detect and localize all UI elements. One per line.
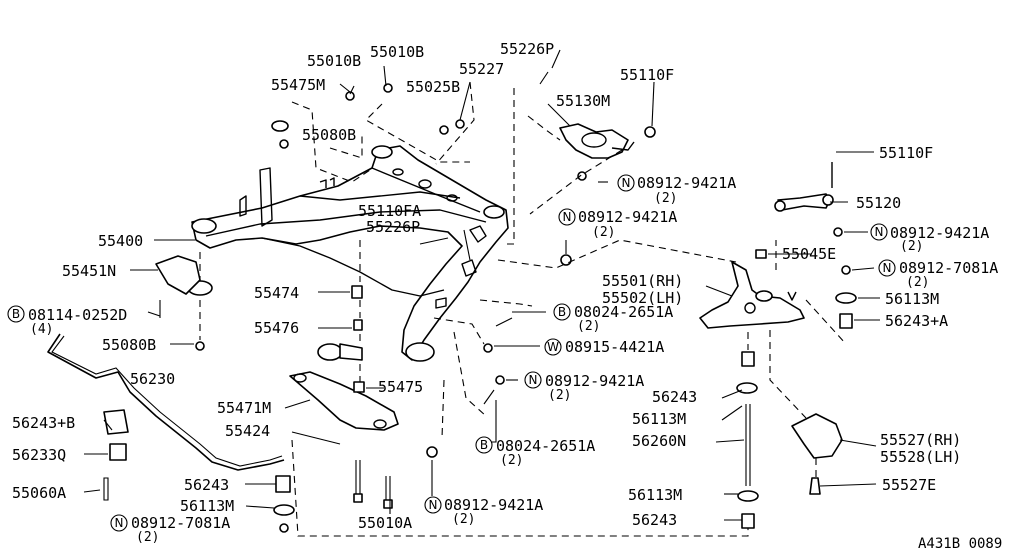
bolt-symbol-letter: B [12, 307, 20, 321]
circled-symbols: N N N N B B W N B N N [7, 174, 896, 532]
nut-symbol [558, 208, 576, 226]
part-quantity: (2) [548, 388, 571, 403]
part-label-56243-a: 56243+A [885, 312, 948, 330]
nut-symbol-letter: N [622, 176, 631, 190]
part-label-56113m: 56113M [180, 497, 234, 515]
part-label-56243: 56243 [632, 511, 677, 529]
part-label-55010b: 55010B [307, 52, 361, 70]
nut-symbol-letter: N [429, 498, 438, 512]
part-label-55474: 55474 [254, 284, 299, 302]
part-label-55080b: 55080B [102, 336, 156, 354]
part-label-55080b: 55080B [302, 126, 356, 144]
part-label-55400: 55400 [98, 232, 143, 250]
mount-55130m-drawing [559, 123, 635, 159]
link-55120-drawing [774, 162, 834, 212]
bolt-symbol-letter: B [480, 438, 488, 452]
nut-symbol [524, 371, 542, 389]
part-label-55060a: 55060A [12, 484, 66, 502]
part-label-55045e: 55045E [782, 245, 836, 263]
bolt-symbol [553, 303, 571, 321]
part-label-55227: 55227 [459, 60, 504, 78]
drawing: N N N N B B W N B N N [7, 49, 896, 537]
part-label-56243-b: 56243+B [12, 414, 75, 432]
part-label-56243: 56243 [652, 388, 697, 406]
part-label-55226p: 55226P [500, 40, 554, 58]
nut-symbol [870, 223, 888, 241]
leader-lines [83, 49, 880, 521]
part-quantity: (2) [452, 512, 475, 527]
part-quantity: (2) [500, 453, 523, 468]
bolt-symbol-letter: B [558, 305, 566, 319]
nut-symbol [878, 259, 896, 277]
right-small-parts-drawing [736, 227, 857, 529]
part-label-08912-7081a: 08912-7081A [899, 259, 998, 277]
part-label-56113m: 56113M [628, 486, 682, 504]
stabilizer-bar-drawing [47, 333, 295, 516]
nut-symbol [424, 496, 442, 514]
suspension-member-drawing [191, 145, 509, 362]
part-label-56113m: 56113M [885, 290, 939, 308]
part-quantity: (4) [30, 322, 53, 337]
part-label-08114-0252d: 08114-0252D [28, 306, 127, 324]
part-quantity: (2) [592, 225, 615, 240]
part-label-55502-lh: 55502(LH) [602, 289, 683, 307]
nut-symbol [110, 514, 128, 532]
part-quantity: (2) [654, 191, 677, 206]
lower-arm-drawing [699, 261, 805, 329]
part-label-55527e: 55527E [882, 476, 936, 494]
assembly-dashed-lines [199, 81, 847, 537]
nut-symbol-letter: N [883, 261, 892, 275]
part-label-55010a: 55010A [358, 514, 412, 532]
part-label-55501-rh: 55501(RH) [602, 272, 683, 290]
part-label-56260n: 56260N [632, 432, 686, 450]
part-quantity: (2) [136, 530, 159, 545]
part-label-08024-2651a: 08024-2651A [574, 303, 673, 321]
part-label-55130m: 55130M [556, 92, 610, 110]
part-label-55527-rh: 55527(RH) [880, 431, 961, 449]
nut-symbol-letter: N [529, 373, 538, 387]
part-label-55451n: 55451N [62, 262, 116, 280]
part-label-55226p: 55226P [366, 218, 420, 236]
center-parts-drawing [289, 285, 399, 509]
part-label-56233q: 56233Q [12, 446, 66, 464]
part-label-55120: 55120 [856, 194, 901, 212]
part-label-55110fa: 55110FA [358, 202, 421, 220]
part-label-55110f: 55110F [620, 66, 674, 84]
part-label-55471m: 55471M [217, 399, 271, 417]
part-label-56230: 56230 [130, 370, 175, 388]
part-label-56243: 56243 [184, 476, 229, 494]
part-label-55110f: 55110F [879, 144, 933, 162]
part-label-56113m: 56113M [632, 410, 686, 428]
part-label-08912-9421a: 08912-9421A [578, 208, 677, 226]
nut-symbol-letter: N [563, 210, 572, 224]
part-label-08915-4421a: 08915-4421A [565, 338, 664, 356]
part-label-55475m: 55475M [271, 76, 325, 94]
part-quantity: (2) [900, 239, 923, 254]
part-quantity: (2) [577, 319, 600, 334]
washer-symbol-letter: W [547, 340, 559, 354]
part-label-08912-7081a: 08912-7081A [131, 514, 230, 532]
part-label-08024-2651a: 08024-2651A [496, 437, 595, 455]
part-label-08912-9421a: 08912-9421A [545, 372, 644, 390]
part-labels: 55010B 55010B 55226P 55475M 55227 55110F… [12, 40, 1002, 552]
part-label-08912-9421a: 08912-9421A [890, 224, 989, 242]
part-label-55475: 55475 [378, 378, 423, 396]
nut-symbol [617, 174, 635, 192]
washer-symbol [544, 338, 562, 356]
part-quantity: (2) [906, 275, 929, 290]
nut-symbol-letter: N [115, 516, 124, 530]
diagram-reference-code: A431B 0089 [918, 536, 1002, 552]
part-label-55476: 55476 [254, 319, 299, 337]
nut-symbol-letter: N [875, 225, 884, 239]
bolt-symbol [475, 436, 493, 454]
part-label-08912-9421a: 08912-9421A [444, 496, 543, 514]
part-label-55010b: 55010B [370, 43, 424, 61]
part-label-55424: 55424 [225, 422, 270, 440]
bolt-symbol [7, 305, 25, 323]
part-label-08912-9421a: 08912-9421A [637, 174, 736, 192]
part-label-55025b: 55025B [406, 78, 460, 96]
part-label-55528-lh: 55528(LH) [880, 448, 961, 466]
